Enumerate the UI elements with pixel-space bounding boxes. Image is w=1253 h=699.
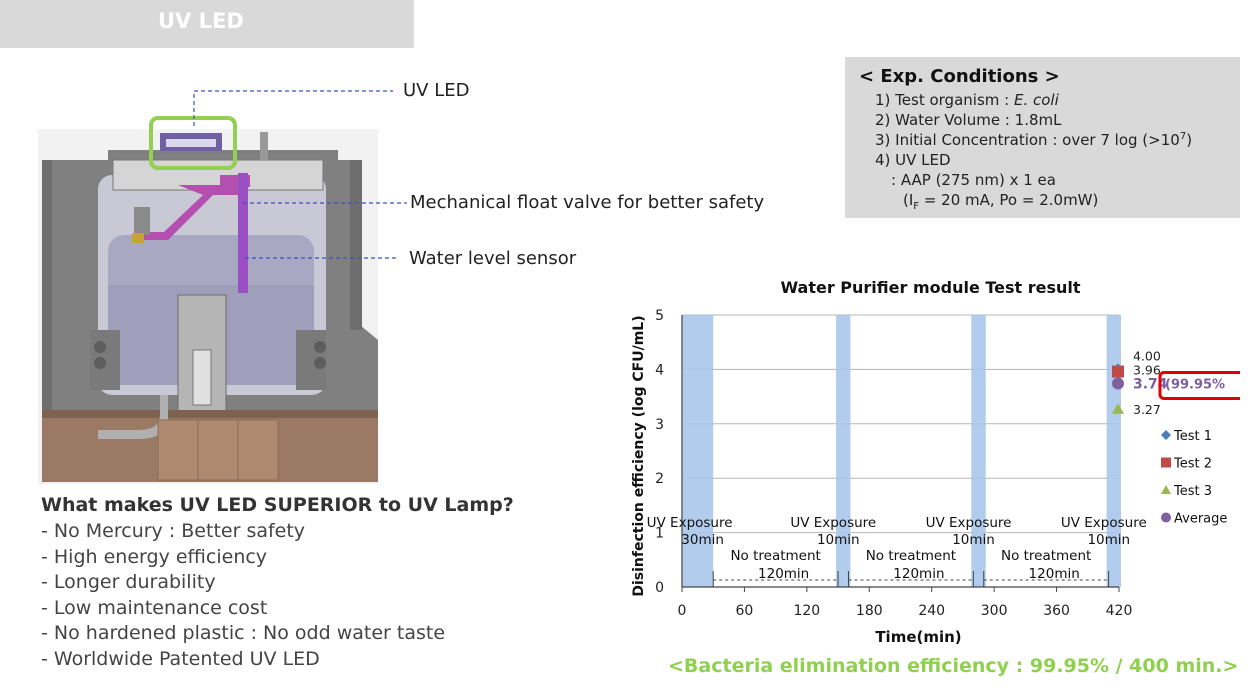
y-axis-label: Disinfection efficiency (log CFU/mL) [631,315,647,596]
condition-aap: : AAP (275 nm) x 1 ea [891,171,1056,189]
y-tick-label: 3 [655,417,664,433]
superiority-item: - Longer durability [41,571,216,593]
concentration-exponent: 7 [1179,131,1187,142]
y-tick-label: 2 [655,471,664,487]
device-cross-section-illustration [38,116,378,484]
uv-exposure-band [836,315,851,587]
organism-value: E. coli [1013,91,1059,109]
current-values: = 20 mA, Po = 2.0mW) [919,191,1099,209]
x-tick-label: 360 [1043,603,1070,619]
exposure-duration: 10min [817,532,860,548]
x-tick-label: 180 [856,603,883,619]
no-treatment-duration: 120min [758,566,809,582]
current-subscript: F [913,201,920,212]
concentration-text: 3) Initial Concentration : over 7 log (>… [875,131,1180,149]
percentage-highlight-box [1158,371,1240,401]
exposure-duration: 10min [952,532,995,548]
callout-float-valve: Mechanical float valve for better safety [410,192,765,213]
exposure-label: UV Exposure [926,515,1012,531]
exposure-duration: 30min [681,532,724,548]
marker-test-3 [1112,403,1124,414]
no-treatment-label: No treatment [1001,548,1091,564]
test-result-chart: Water Purifier module Test result 0 1 2 3 4 5 0… [631,278,1240,646]
chart-title: Water Purifier module Test result [780,278,1080,297]
exposure-label: UV Exposure [1061,515,1147,531]
exposure-duration: 10min [1087,532,1130,548]
condition-current: (IF = 20 mA, Po = 2.0mW) [903,191,1098,212]
legend-label: Test 1 [1173,429,1212,444]
no-treatment-label: No treatment [866,548,956,564]
superiority-item: - Low maintenance cost [41,597,268,619]
superiority-item: - No hardened plastic : No odd water tas… [41,622,446,644]
organism-label: 1) Test organism : [875,91,1014,109]
x-tick-label: 120 [793,603,820,619]
no-treatment-duration: 120min [893,566,944,582]
x-tick-label: 60 [736,603,754,619]
uv-exposure-band [682,315,714,587]
marker-test-1 [1161,430,1171,440]
x-axis-label: Time(min) [875,628,961,646]
data-label-test-2: 3.96 [1133,363,1161,378]
no-treatment-duration: 120min [1029,566,1080,582]
y-tick-label: 1 [655,526,664,542]
exposure-label: UV Exposure [647,515,733,531]
y-tick-label: 0 [655,580,664,596]
section-header: UV LED [0,0,414,48]
marker-average [1161,512,1171,523]
superiority-heading: What makes UV LED SUPERIOR to UV Lamp? [41,494,514,516]
legend-label: Test 3 [1173,484,1212,499]
experiment-conditions-box: < Exp. Conditions > 1) Test organism : E… [845,57,1240,218]
data-label-test-1: 4.00 [1133,348,1161,363]
concentration-close: ) [1186,131,1193,149]
marker-test-2 [1112,365,1124,378]
x-tick-label: 300 [981,603,1008,619]
marker-test-3 [1161,485,1171,494]
section-title: UV LED [158,9,244,33]
superiority-item: - No Mercury : Better safety [41,520,306,542]
marker-average [1112,377,1124,390]
x-tick-label: 420 [1106,603,1133,619]
condition-concentration: 3) Initial Concentration : over 7 log (>… [875,131,1192,149]
marker-test-2 [1161,457,1171,468]
current-prefix: (I [903,191,914,209]
average-percentage-label: (99.95% [1165,378,1225,393]
callout-level-sensor: Water level sensor [409,248,577,269]
superiority-item: - Worldwide Patented UV LED [41,648,320,670]
legend-label: Test 2 [1173,457,1212,472]
y-tick-label: 4 [655,362,664,378]
condition-organism: 1) Test organism : E. coli [875,91,1059,109]
no-treatment-label: No treatment [730,548,820,564]
conditions-title: < Exp. Conditions > [859,66,1060,87]
superiority-item: - High energy efficiency [41,546,268,568]
data-label-average: 3.74 [1133,377,1168,393]
condition-volume: 2) Water Volume : 1.8mL [875,111,1062,129]
y-tick-label: 5 [655,308,664,324]
x-tick-label: 240 [918,603,945,619]
x-tick-label: 0 [678,603,687,619]
callout-uv-led: UV LED [403,80,470,101]
condition-uv-led: 4) UV LED [875,151,951,169]
data-label-test-3: 3.27 [1133,402,1161,417]
exposure-label: UV Exposure [790,515,876,531]
legend-label: Average [1174,512,1227,527]
efficiency-summary: <Bacteria elimination efficiency : 99.95… [668,655,1239,677]
uv-exposure-band [971,315,986,587]
